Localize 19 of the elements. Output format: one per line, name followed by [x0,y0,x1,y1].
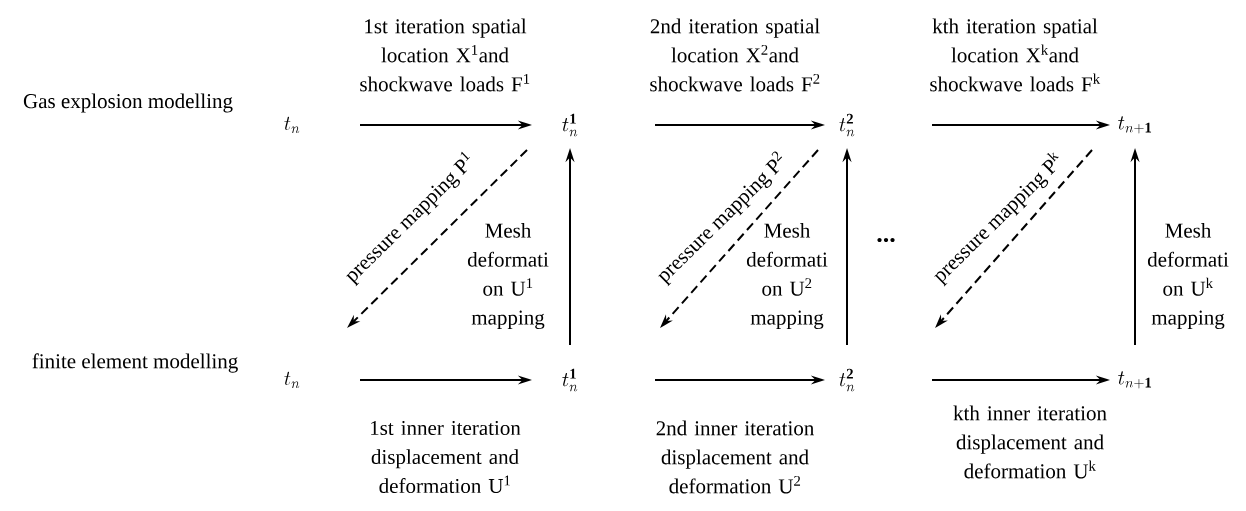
edge-label: 2nd iteration spatial location X$^{2}$and shockwave loads F$^{2}$ [650,18,820,92]
time-step-label: $t_n$ [284,116,300,134]
time-step-label: $t_{n+\mathbf{1}}$ [1118,371,1152,389]
time-step-label: $t_n^{\mathbf{1}}$ [562,113,578,137]
time-step-label: $t_n^{\mathbf{2}}$ [839,368,855,392]
edge-label: Mesh deformati on U$^{k}$ mapping [1147,222,1229,330]
time-step-label: $t_n^{\mathbf{2}}$ [839,113,855,137]
edge-label: 1st inner iteration displacement and deformation U$^{1}$ [371,420,521,494]
edge-label: 1st iteration spatial location X$^{1}$and shockwave loads F$^{1}$ [360,18,530,92]
gas-model-label: Gas explosion modelling [23,93,233,113]
fe-model-label: finite element modelling [32,353,238,373]
time-step-label: $t_n$ [284,371,300,389]
edge-label: kth inner iteration displacement and deformation U$^{k}$ [953,405,1107,479]
edge-label: 2nd inner iteration displacement and deformation U$^{2}$ [656,420,814,494]
ellipsis: ... [877,237,895,243]
edge-label: kth iteration spatial location X$^{k}$and shockwave loads F$^{k}$ [930,18,1101,92]
time-step-label: $t_{n+\mathbf{1}}$ [1118,116,1152,134]
edge-label: Mesh deformati on U$^{1}$ mapping [467,222,549,330]
time-step-label: $t_n^{\mathbf{1}}$ [562,368,578,392]
